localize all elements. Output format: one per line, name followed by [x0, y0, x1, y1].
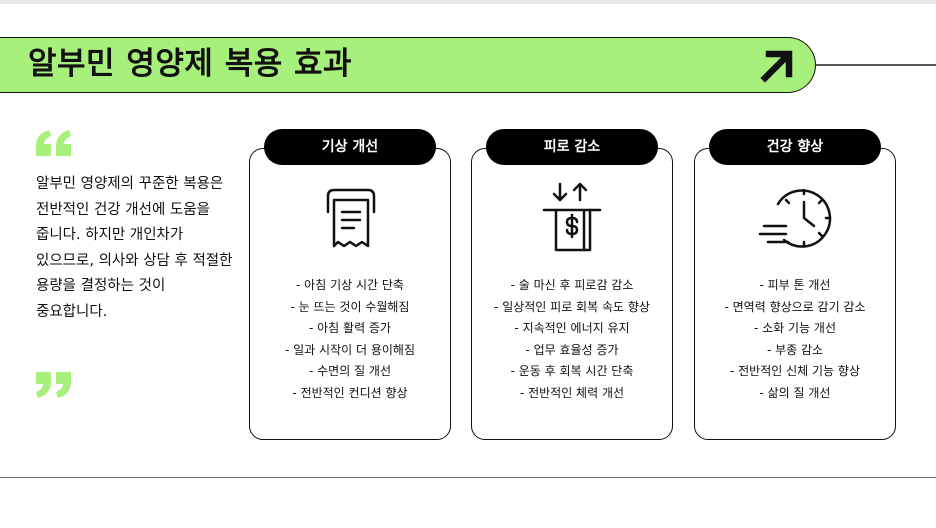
card-list: - 피부 톤 개선 - 면역력 향상으로 감기 감소 - 소화 기능 개선 - … — [694, 275, 896, 405]
list-item: - 부종 감소 — [766, 342, 824, 357]
bottom-divider — [0, 477, 936, 479]
intro-paragraph: 알부민 영양제의 꾸준한 복용은 전반적인 건강 개선에 도움을 줍니다. 하지… — [36, 176, 233, 320]
card-title: 건강 향상 — [709, 129, 881, 165]
arrow-up-right-icon — [760, 50, 793, 83]
list-item: - 전반적인 신체 기능 향상 — [730, 364, 860, 379]
list-item: - 면역력 향상으로 감기 감소 — [724, 299, 866, 314]
list-item: - 일과 시작이 더 용이해짐 — [285, 342, 415, 357]
top-strip — [0, 0, 936, 4]
card-fatigue — [471, 148, 673, 440]
title-banner — [0, 37, 816, 93]
list-item: - 피부 톤 개선 — [759, 278, 831, 292]
list-item: - 일상적인 피로 회복 속도 향상 — [494, 299, 650, 314]
card-title: 피로 감소 — [486, 129, 658, 165]
list-item: - 운동 후 회복 시간 단축 — [510, 364, 634, 379]
list-item: - 전반적인 컨디션 향상 — [292, 385, 408, 400]
receipt-icon — [326, 188, 376, 248]
list-item: - 아침 활력 증가 — [308, 321, 391, 336]
list-item: - 전반적인 체력 개선 — [519, 385, 625, 400]
list-item: - 소화 기능 개선 — [753, 321, 836, 336]
list-item: - 삶의 질 개선 — [759, 385, 831, 400]
fast-clock-icon — [758, 188, 832, 248]
close-quote-icon — [36, 372, 71, 398]
title-rule — [816, 64, 936, 66]
card-title: 기상 개선 — [264, 129, 436, 165]
list-item: - 지속적인 에너지 유지 — [514, 321, 630, 336]
page-title: 알부민 영양제 복용 효과 — [28, 46, 353, 82]
card-list: - 술 마신 후 피로감 감소 - 일상적인 피로 회복 속도 향상 - 지속적… — [471, 275, 673, 405]
list-item: - 수면의 질 개선 — [308, 364, 391, 379]
list-item: - 술 마신 후 피로감 감소 — [510, 278, 634, 292]
card-health — [694, 148, 896, 440]
list-item: - 업무 효율성 증가 — [525, 342, 619, 357]
list-item: - 눈 뜨는 것이 수월해짐 — [290, 299, 410, 314]
card-wake-up — [249, 148, 451, 440]
list-item: - 아침 기상 시간 단축 — [296, 278, 404, 292]
money-transfer-icon — [542, 182, 602, 252]
open-quote-icon — [36, 130, 71, 156]
card-list: - 아침 기상 시간 단축 - 눈 뜨는 것이 수월해짐 - 아침 활력 증가 … — [249, 275, 451, 405]
